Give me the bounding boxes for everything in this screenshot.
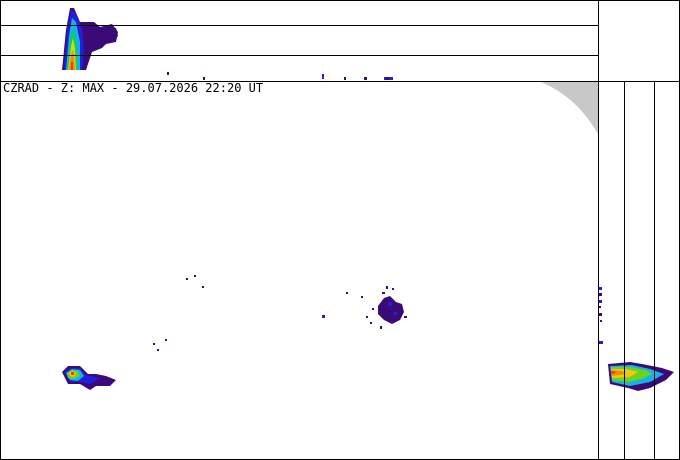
right-projection-echoes [598, 287, 674, 391]
out-of-range-sector [541, 82, 598, 134]
scattered-weak-echoes [153, 275, 204, 351]
southwest-storm-cell [62, 366, 116, 390]
top-projection-echoes [62, 8, 393, 80]
product-title: CZRAD - Z: MAX - 29.07.2026 22:20 UT [3, 81, 264, 95]
east-storm-cell [322, 286, 407, 329]
